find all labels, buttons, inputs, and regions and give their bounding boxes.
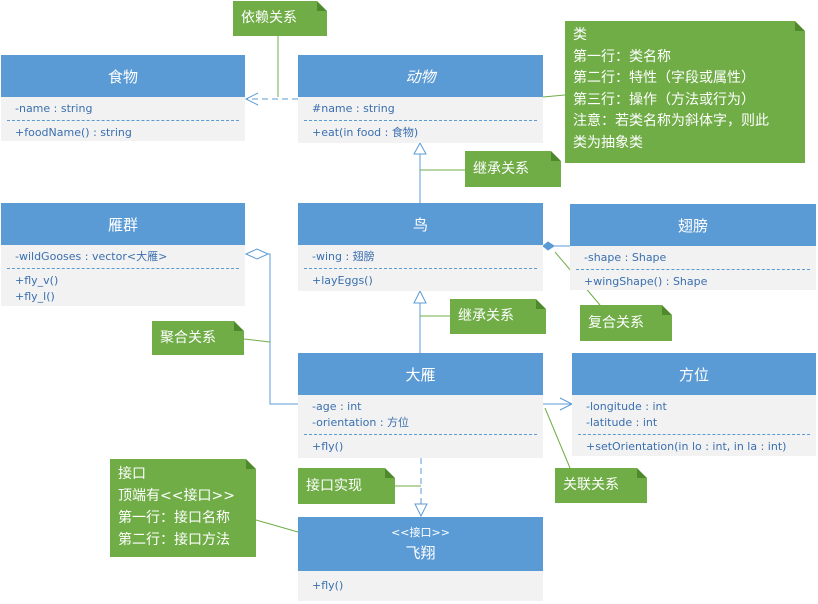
interface-fly-name: 飞翔 — [405, 543, 436, 562]
attribute: -wing : 翅膀 — [312, 250, 375, 263]
class-food-operations: +foodName() : string — [1, 121, 245, 144]
divider — [7, 120, 239, 121]
class-bird-name: 鸟 — [412, 215, 428, 234]
operation: +fly() — [312, 579, 344, 592]
operation: +setOrientation(in lo : int, in la : int… — [586, 440, 787, 453]
divider — [7, 268, 239, 269]
class-flock-operations: +fly_v() +fly_l() — [1, 269, 245, 308]
interface-fly[interactable]: <<接口>> 飞翔 +fly() — [298, 517, 543, 601]
class-direction-header: 方位 — [572, 353, 816, 395]
class-goose[interactable]: 大雁 -age : int -orientation : 方位 +fly() — [298, 353, 543, 458]
note-link-interface-legend — [255, 519, 299, 533]
composition-diamond — [542, 241, 555, 251]
divider — [304, 434, 537, 435]
note-inherit1: 继承关系 — [465, 151, 561, 187]
class-wing-header: 翅膀 — [570, 204, 816, 246]
class-goose-name: 大雁 — [405, 365, 436, 384]
divider — [304, 268, 537, 269]
class-wing-name: 翅膀 — [677, 216, 708, 235]
divider — [304, 120, 537, 121]
attribute: -name : string — [15, 102, 93, 115]
class-wing-operations: +wingShape() : Shape — [570, 270, 816, 293]
class-bird-operations: +layEggs() — [298, 269, 543, 292]
class-animal-name: 动物 — [405, 67, 436, 86]
class-bird-attributes: -wing : 翅膀 — [298, 245, 543, 268]
operation: +fly_v() — [15, 274, 59, 287]
note-inherit2: 继承关系 — [450, 299, 546, 334]
inheritance-arrowhead-bird — [413, 141, 427, 155]
divider — [576, 269, 810, 270]
note-realization: 接口实现 — [298, 468, 395, 504]
interface-stereotype: <<接口>> — [391, 525, 450, 539]
class-animal-header: 动物 — [298, 55, 543, 97]
note-dependency: 依赖关系 — [233, 1, 327, 36]
class-flock[interactable]: 雁群 -wildGooses : vector<大雁> +fly_v() +fl… — [1, 203, 245, 306]
class-direction-name: 方位 — [678, 365, 709, 384]
association-arrowhead — [559, 397, 574, 411]
operation: +fly_l() — [15, 290, 55, 303]
class-animal[interactable]: 动物 #name : string +eat(in food : 食物) — [298, 55, 543, 143]
note-link-class-legend — [542, 94, 566, 98]
class-wing[interactable]: 翅膀 -shape : Shape +wingShape() : Shape — [570, 204, 816, 290]
class-animal-attributes: #name : string — [298, 97, 543, 120]
class-food-name: 食物 — [107, 67, 138, 86]
dependency-arrowhead — [244, 92, 259, 106]
realization-arrowhead — [414, 503, 428, 518]
class-bird-header: 鸟 — [298, 203, 543, 245]
class-food-attributes: -name : string — [1, 97, 245, 120]
class-food-header: 食物 — [1, 55, 245, 97]
attribute: -longitude : int — [586, 400, 667, 413]
class-goose-operations: +fly() — [298, 435, 543, 458]
attribute: -latitude : int — [586, 416, 658, 429]
aggregation-diamond — [244, 248, 270, 260]
class-wing-attributes: -shape : Shape — [570, 246, 816, 269]
class-animal-operations: +eat(in food : 食物) — [298, 121, 543, 144]
note-class-legend: 类 第一行：类名称 第二行：特性（字段或属性） 第三行：操作（方法或行为） 注意… — [565, 21, 805, 163]
class-direction[interactable]: 方位 -longitude : int -latitude : int +set… — [572, 353, 816, 456]
operation: +layEggs() — [312, 274, 373, 287]
note-link-aggregation — [243, 338, 271, 343]
class-flock-name: 雁群 — [107, 215, 138, 234]
class-flock-attributes: -wildGooses : vector<大雁> — [1, 245, 245, 268]
inheritance-arrowhead-goose — [413, 289, 427, 304]
attribute: -wildGooses : vector<大雁> — [15, 250, 168, 263]
note-aggregation: 聚合关系 — [152, 321, 244, 355]
interface-fly-header: <<接口>> 飞翔 — [298, 517, 543, 571]
note-association: 关联关系 — [555, 468, 647, 503]
operation: +fly() — [312, 440, 344, 453]
note-composition: 复合关系 — [580, 305, 672, 341]
operation: +eat(in food : 食物) — [312, 126, 419, 139]
note-link-association — [544, 407, 571, 469]
class-flock-header: 雁群 — [1, 203, 245, 245]
interface-fly-operations: +fly() — [298, 571, 543, 597]
operation: +wingShape() : Shape — [584, 275, 708, 288]
attribute: -orientation : 方位 — [312, 416, 410, 429]
class-food[interactable]: 食物 -name : string +foodName() : string — [1, 55, 245, 141]
class-goose-attributes: -age : int -orientation : 方位 — [298, 395, 543, 434]
class-bird[interactable]: 鸟 -wing : 翅膀 +layEggs() — [298, 203, 543, 291]
aggregation-line — [268, 253, 298, 405]
attribute: #name : string — [312, 102, 395, 115]
class-direction-attributes: -longitude : int -latitude : int — [572, 395, 816, 434]
attribute: -age : int — [312, 400, 362, 413]
attribute: -shape : Shape — [584, 251, 667, 264]
class-direction-operations: +setOrientation(in lo : int, in la : int… — [572, 435, 816, 458]
note-interface-legend: 接口 顶端有<<接口>> 第一行：接口名称 第二行：接口方法 — [110, 459, 256, 557]
divider — [578, 434, 810, 435]
operation: +foodName() : string — [15, 126, 132, 139]
class-goose-header: 大雁 — [298, 353, 543, 395]
